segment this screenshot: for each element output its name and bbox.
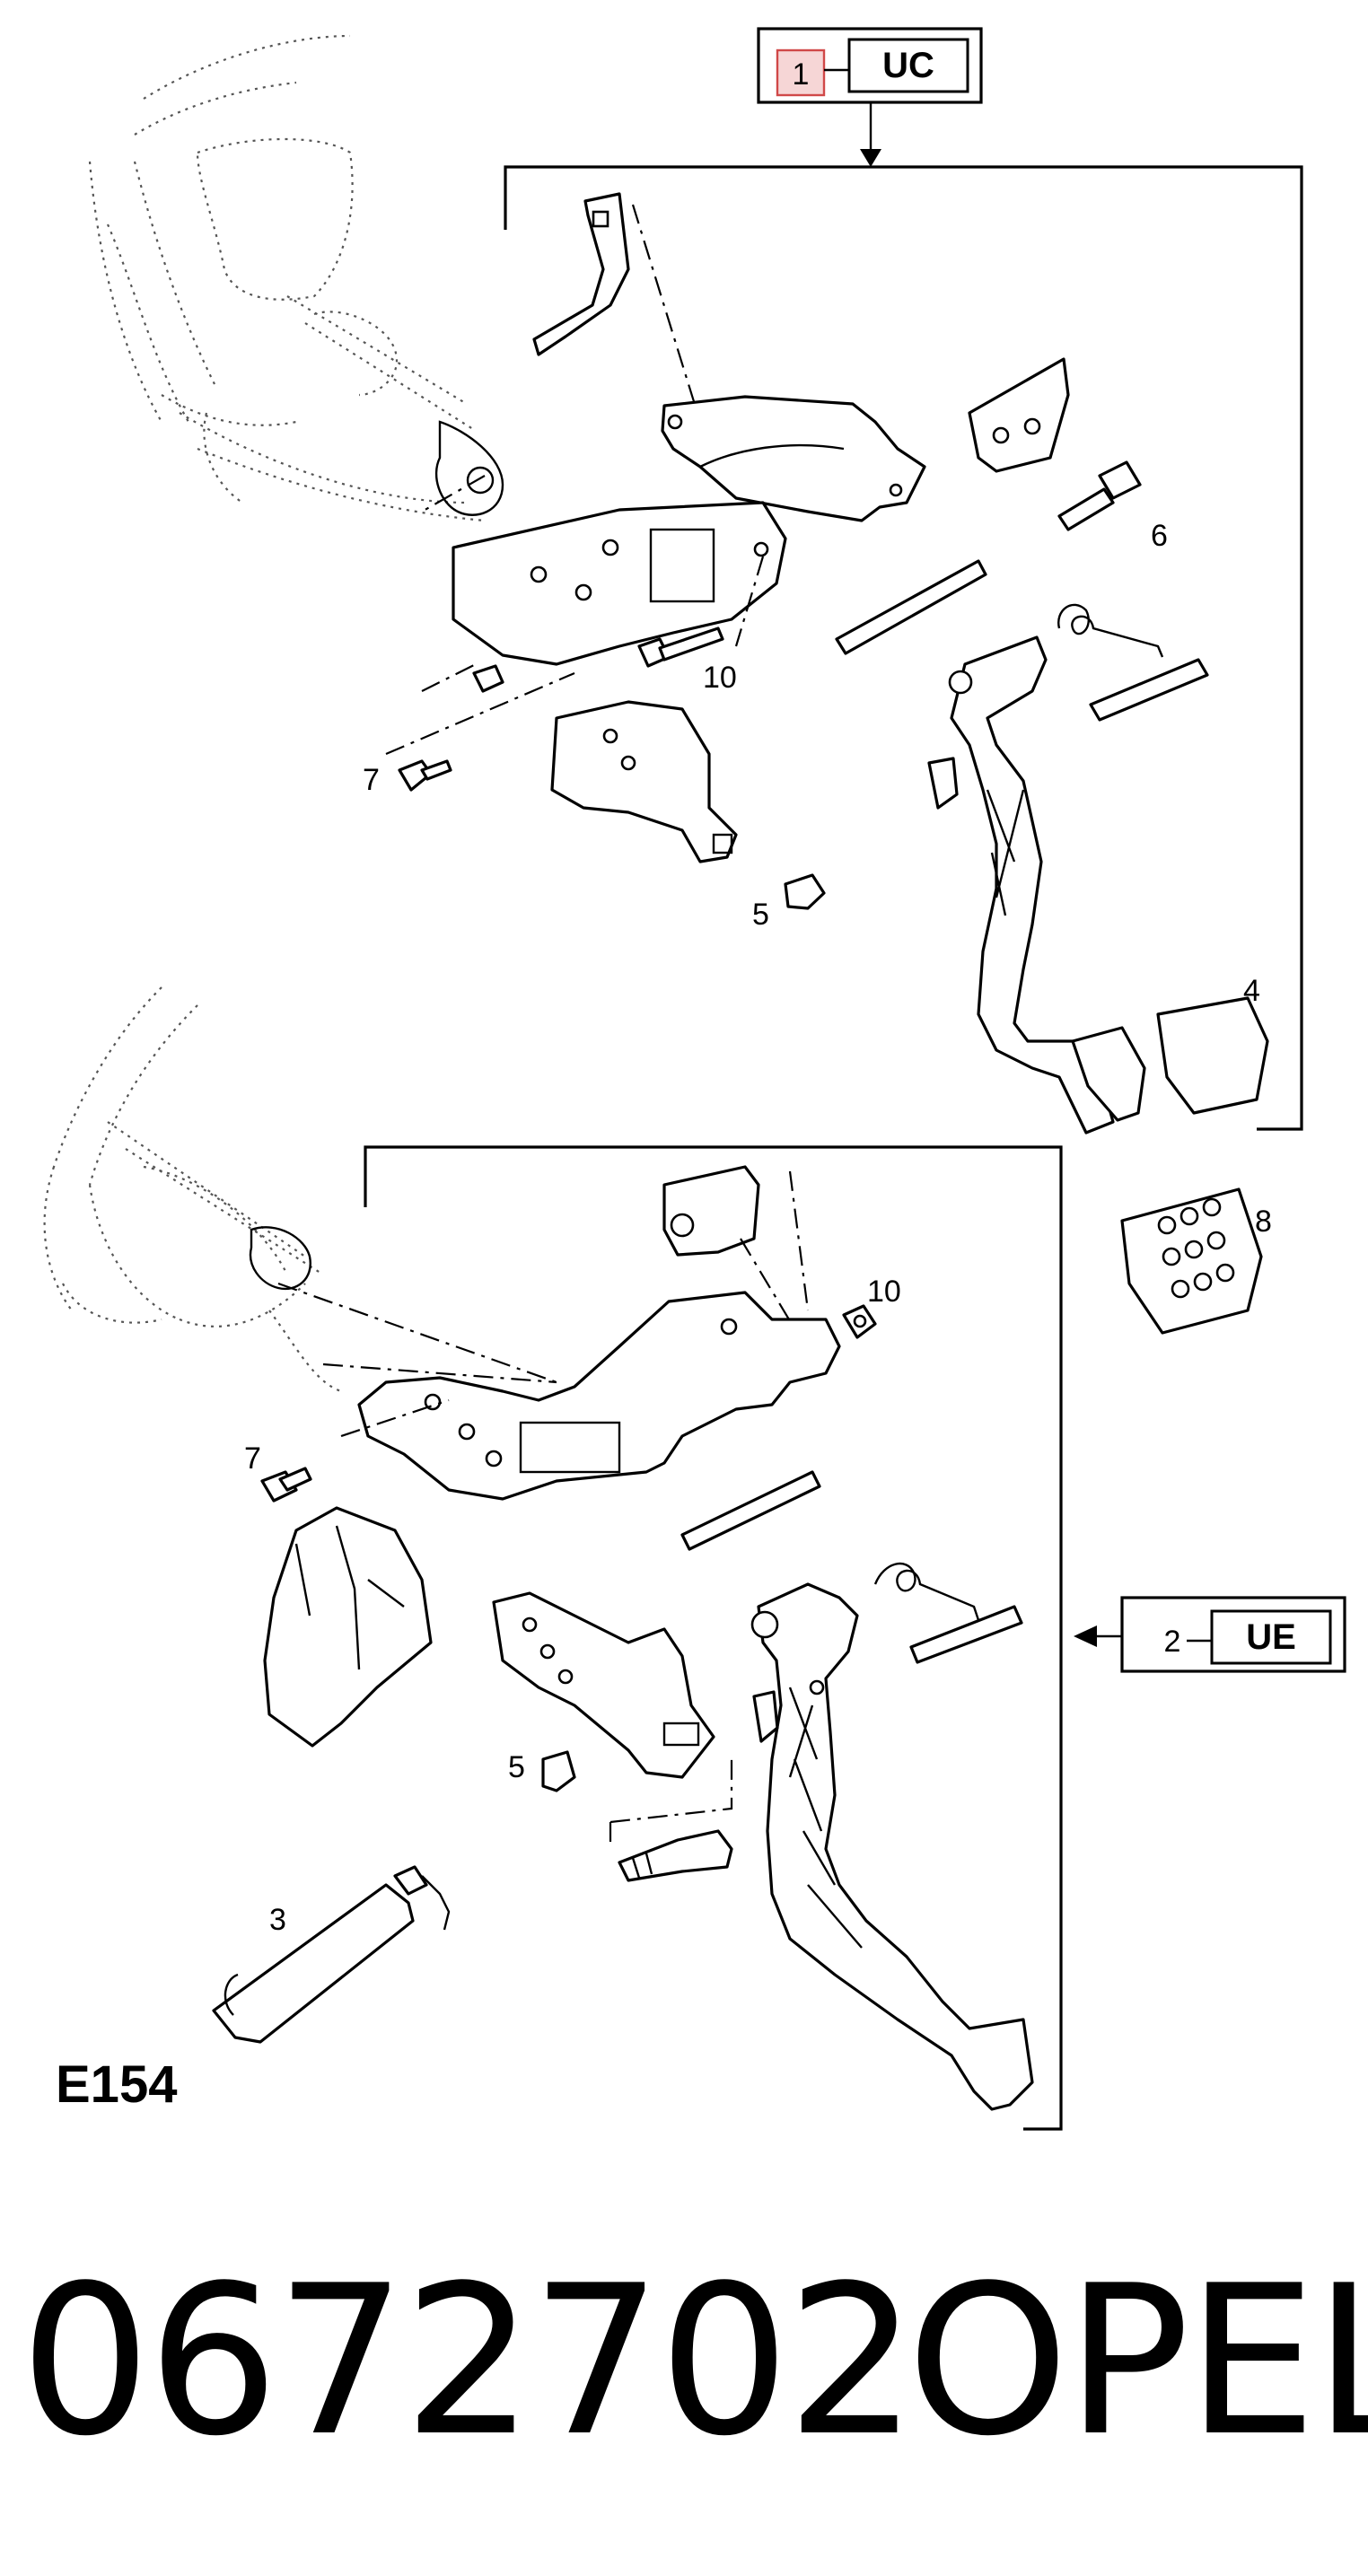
bolt-6: 6 [1057, 460, 1168, 553]
pedal-pad-cover-4 [1156, 996, 1269, 1115]
assembly-uc-index-box[interactable] [776, 48, 826, 97]
clip-top [927, 757, 959, 810]
pedal-pad-top [1071, 1026, 1146, 1122]
part-number: 0672702 [20, 2242, 914, 2482]
upper-bracket-bottom [662, 1165, 760, 1257]
assembly-ue-code: UE [1246, 1617, 1296, 1657]
bulkhead-sketch-bottom [43, 986, 342, 1393]
arrow-left-icon [1074, 1625, 1097, 1647]
pivot-shaft-top [835, 559, 987, 655]
screw-9: 10 [637, 626, 737, 695]
pedal-support-bracket-lower [550, 700, 738, 863]
callout-7-bottom: 7 [244, 1441, 261, 1476]
push-rod-3: 3 [212, 1865, 451, 2044]
small-mounting-bracket [968, 357, 1070, 473]
pedal-support-bracket-bottom [357, 1291, 841, 1501]
arrow-down-icon [860, 149, 881, 167]
pivot-shaft-bottom [680, 1470, 821, 1551]
callout-5-top: 5 [752, 898, 769, 932]
bushing-5-bottom: 5 [508, 1750, 576, 1792]
pedal-cover-bottom [263, 1506, 433, 1748]
brake-switch-bracket [492, 1591, 715, 1779]
pedal-bolt-bottom [909, 1605, 1023, 1664]
nut-10: 10 [842, 1275, 901, 1339]
rubber-pad-8: 8 [1120, 1187, 1272, 1335]
pedal-stop-bracket [532, 192, 630, 356]
bolt-7-top: 7 [363, 759, 452, 797]
bushing-5-top: 5 [752, 873, 826, 932]
return-spring-bottom [873, 1562, 980, 1621]
brand-name: OPEL [907, 2242, 1368, 2482]
brake-pedal-bottom [757, 1582, 1034, 2111]
pedal-bolt-top [1089, 658, 1209, 722]
retainer-nut [472, 664, 504, 693]
bolt-7-bottom: 7 [244, 1441, 312, 1503]
assembly-uc-frame [504, 165, 1303, 1131]
callout-10: 10 [867, 1275, 901, 1309]
assembly-uc-index: 1 [793, 57, 810, 92]
cable-guide-bracket [661, 395, 926, 522]
callout-9: 10 [703, 661, 737, 695]
callout-7-top: 7 [363, 763, 380, 797]
return-spring-top [1057, 603, 1164, 658]
clip-bottom [752, 1690, 779, 1743]
callout-3: 3 [269, 1903, 286, 1937]
assembly-uc-code: UC [882, 46, 934, 85]
callout-5-bottom: 5 [508, 1750, 525, 1784]
callout-6: 6 [1151, 519, 1168, 553]
pedal-support-bracket-top [452, 501, 787, 666]
brake-light-switch [618, 1829, 733, 1882]
assembly-ue-frame [364, 1145, 1063, 2131]
figure-code: E154 [56, 2055, 177, 2114]
callout-8: 8 [1255, 1205, 1272, 1239]
assembly-uc-header: 1 UC [757, 27, 983, 167]
bulkhead-sketch-top [88, 34, 504, 522]
assembly-ue-header: 2 UE [1074, 1596, 1346, 1673]
callout-4: 4 [1243, 974, 1260, 1008]
assembly-ue-index: 2 [1164, 1625, 1181, 1659]
